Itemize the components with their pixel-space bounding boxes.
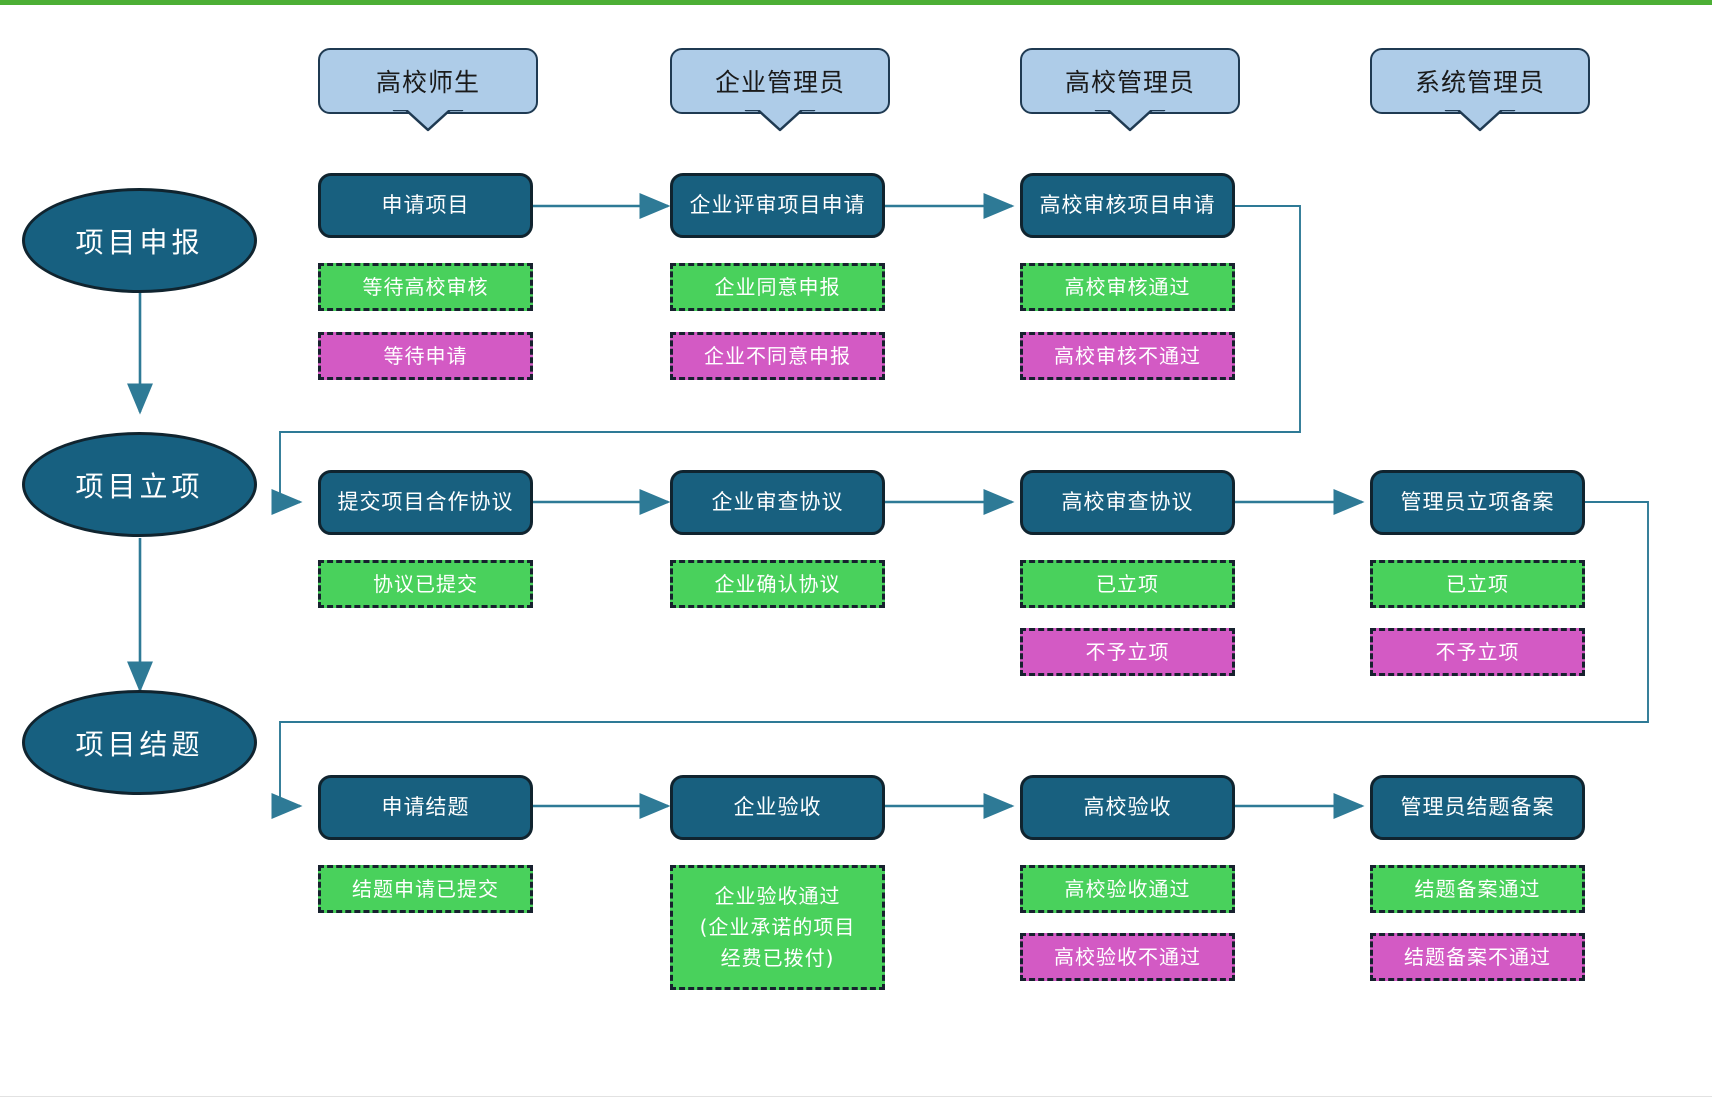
status-label: 高校验收通过 bbox=[1064, 876, 1191, 901]
process-node-submit-agreement[interactable]: 提交项目合作协议 bbox=[318, 470, 533, 535]
process-node-apply-project[interactable]: 申请项目 bbox=[318, 173, 533, 238]
stage-label: 项目立项 bbox=[75, 469, 204, 503]
stage-ellipse-approval[interactable]: 项目立项 bbox=[22, 432, 257, 537]
actor-bubble-teachers-students[interactable]: 高校师生 bbox=[318, 48, 538, 132]
process-label: 管理员立项备案 bbox=[1400, 489, 1555, 514]
process-label: 提交项目合作协议 bbox=[337, 489, 514, 514]
actor-bubble-university-admin[interactable]: 高校管理员 bbox=[1020, 48, 1240, 132]
status-chip-reject: 企业不同意申报 bbox=[670, 332, 885, 380]
status-label: 企业验收通过 (企业承诺的项目 经费已拨付) bbox=[699, 884, 856, 970]
status-chip-ok: 已立项 bbox=[1020, 560, 1235, 608]
status-chip-ok: 高校验收通过 bbox=[1020, 865, 1235, 913]
process-node-admin-record-closure[interactable]: 管理员结题备案 bbox=[1370, 775, 1585, 840]
bubble-tail-icon bbox=[1094, 110, 1166, 132]
top-accent-bar bbox=[0, 0, 1712, 5]
status-chip-ok: 高校审核通过 bbox=[1020, 263, 1235, 311]
status-label: 结题备案通过 bbox=[1414, 876, 1541, 901]
status-label: 高校审核不通过 bbox=[1054, 343, 1201, 368]
bubble-tail-icon bbox=[1444, 110, 1516, 132]
status-label: 企业同意申报 bbox=[714, 274, 841, 299]
status-chip-ok: 等待高校审核 bbox=[318, 263, 533, 311]
process-label: 高校验收 bbox=[1083, 794, 1172, 819]
bubble-tail-icon bbox=[392, 110, 464, 132]
status-chip-reject: 等待申请 bbox=[318, 332, 533, 380]
process-node-enterprise-review-application[interactable]: 企业评审项目申请 bbox=[670, 173, 885, 238]
stage-ellipse-application[interactable]: 项目申报 bbox=[22, 188, 257, 293]
status-chip-reject: 不予立项 bbox=[1370, 628, 1585, 676]
process-node-university-audit-application[interactable]: 高校审核项目申请 bbox=[1020, 173, 1235, 238]
status-chip-reject: 高校审核不通过 bbox=[1020, 332, 1235, 380]
status-label: 已立项 bbox=[1446, 571, 1509, 596]
status-chip-ok: 企业验收通过 (企业承诺的项目 经费已拨付) bbox=[670, 865, 885, 990]
process-label: 企业审查协议 bbox=[711, 489, 844, 514]
status-label: 不予立项 bbox=[1435, 639, 1520, 664]
process-label: 企业验收 bbox=[733, 794, 822, 819]
status-chip-ok: 企业同意申报 bbox=[670, 263, 885, 311]
actor-label: 系统管理员 bbox=[1414, 68, 1545, 97]
status-chip-reject: 结题备案不通过 bbox=[1370, 933, 1585, 981]
status-label: 高校验收不通过 bbox=[1054, 944, 1201, 969]
status-chip-ok: 已立项 bbox=[1370, 560, 1585, 608]
status-chip-ok: 企业确认协议 bbox=[670, 560, 885, 608]
actor-bubble-enterprise-admin[interactable]: 企业管理员 bbox=[670, 48, 890, 132]
stage-label: 项目结题 bbox=[75, 727, 204, 761]
bottom-divider bbox=[0, 1096, 1712, 1097]
actor-bubble-system-admin[interactable]: 系统管理员 bbox=[1370, 48, 1590, 132]
status-label: 已立项 bbox=[1096, 571, 1159, 596]
process-node-university-check-agreement[interactable]: 高校审查协议 bbox=[1020, 470, 1235, 535]
status-label: 不予立项 bbox=[1085, 639, 1170, 664]
actor-label: 高校师生 bbox=[375, 68, 480, 97]
status-label: 高校审核通过 bbox=[1064, 274, 1191, 299]
status-label: 结题申请已提交 bbox=[352, 876, 499, 901]
process-label: 申请结题 bbox=[381, 794, 470, 819]
status-chip-reject: 高校验收不通过 bbox=[1020, 933, 1235, 981]
status-chip-ok: 协议已提交 bbox=[318, 560, 533, 608]
process-label: 高校审查协议 bbox=[1061, 489, 1194, 514]
process-label: 企业评审项目申请 bbox=[689, 192, 866, 217]
status-label: 企业确认协议 bbox=[714, 571, 841, 596]
process-label: 申请项目 bbox=[381, 192, 470, 217]
status-label: 协议已提交 bbox=[373, 571, 478, 596]
bubble-tail-icon bbox=[744, 110, 816, 132]
stage-ellipse-closure[interactable]: 项目结题 bbox=[22, 690, 257, 795]
status-label: 等待申请 bbox=[383, 343, 468, 368]
status-chip-reject: 不予立项 bbox=[1020, 628, 1235, 676]
process-node-apply-closure[interactable]: 申请结题 bbox=[318, 775, 533, 840]
status-chip-ok: 结题备案通过 bbox=[1370, 865, 1585, 913]
process-node-enterprise-check-agreement[interactable]: 企业审查协议 bbox=[670, 470, 885, 535]
process-node-university-acceptance[interactable]: 高校验收 bbox=[1020, 775, 1235, 840]
status-label: 企业不同意申报 bbox=[704, 343, 851, 368]
status-label: 等待高校审核 bbox=[362, 274, 489, 299]
process-label: 高校审核项目申请 bbox=[1039, 192, 1216, 217]
status-label: 结题备案不通过 bbox=[1404, 944, 1551, 969]
status-chip-ok: 结题申请已提交 bbox=[318, 865, 533, 913]
process-node-enterprise-acceptance[interactable]: 企业验收 bbox=[670, 775, 885, 840]
process-label: 管理员结题备案 bbox=[1400, 794, 1555, 819]
actor-label: 企业管理员 bbox=[714, 68, 845, 97]
stage-label: 项目申报 bbox=[75, 225, 204, 259]
actor-label: 高校管理员 bbox=[1064, 68, 1195, 97]
process-node-admin-record-approval[interactable]: 管理员立项备案 bbox=[1370, 470, 1585, 535]
